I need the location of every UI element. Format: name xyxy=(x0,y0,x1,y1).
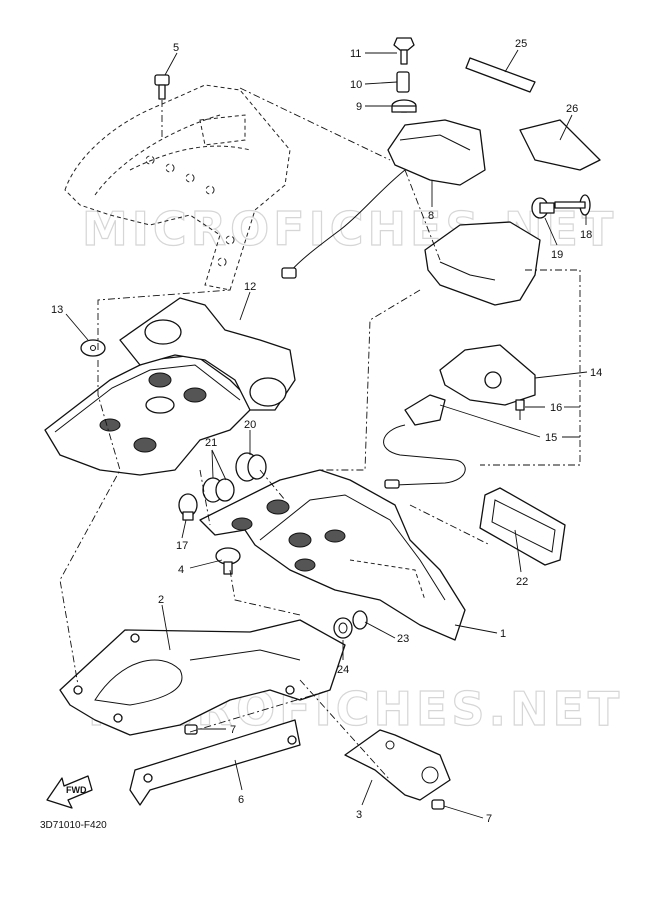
callout-9: 9 xyxy=(356,101,362,113)
callout-15: 15 xyxy=(545,432,557,444)
part-11-bolt xyxy=(393,37,415,65)
part-5-bolt xyxy=(154,74,170,100)
callout-18: 18 xyxy=(580,229,592,241)
part-19-collar xyxy=(531,197,555,219)
callout-13: 13 xyxy=(51,304,63,316)
callout-21: 21 xyxy=(205,437,217,449)
callout-11: 11 xyxy=(350,48,361,60)
part-23-nut xyxy=(352,610,368,630)
callout-17: 17 xyxy=(176,540,188,552)
callout-25: 25 xyxy=(515,38,527,50)
part-24-collar xyxy=(333,617,353,639)
assembly-lines xyxy=(59,87,581,781)
callout-22: 22 xyxy=(516,576,528,588)
callout-16: 16 xyxy=(550,402,562,414)
part-12-rear-fender xyxy=(44,297,296,476)
part-20-grommet xyxy=(235,452,267,482)
callout-23: 23 xyxy=(397,633,409,645)
callout-7-lower: 7 xyxy=(486,813,492,825)
part-6-stay xyxy=(129,719,301,806)
callout-3: 3 xyxy=(356,809,362,821)
callout-2: 2 xyxy=(158,594,164,606)
part-17-clip xyxy=(178,493,198,521)
part-25-reflector-strip xyxy=(465,57,536,93)
part-10-collar xyxy=(396,71,410,93)
part-14-tail-light-unit xyxy=(439,344,536,406)
part-22-plate-holder xyxy=(479,487,566,566)
callout-26: 26 xyxy=(566,103,578,115)
callout-10: 10 xyxy=(350,79,362,91)
fwd-arrow-icon: FWD xyxy=(46,775,93,809)
part-16-screw xyxy=(515,399,525,420)
diagram-code: 3D71010-F420 xyxy=(40,820,107,831)
part-18-bolt xyxy=(554,194,591,216)
callout-8: 8 xyxy=(428,210,434,222)
ghost-rear-frame xyxy=(64,84,291,291)
callout-12: 12 xyxy=(244,281,256,293)
fwd-label: FWD xyxy=(66,785,87,795)
part-1-fender-bracket xyxy=(199,469,466,641)
callout-1: 1 xyxy=(500,628,506,640)
callout-19: 19 xyxy=(551,249,563,261)
part-2-side-plate xyxy=(59,619,346,736)
callout-5: 5 xyxy=(173,42,179,54)
part-21-damper xyxy=(202,477,235,503)
part-9-grommet xyxy=(391,99,417,113)
part-26-reflector xyxy=(519,119,601,171)
part-7-bolt-lower xyxy=(431,799,445,810)
part-3-bracket xyxy=(344,729,451,801)
callout-20: 20 xyxy=(244,419,256,431)
callout-7-upper: 7 xyxy=(230,724,236,736)
part-15-socket-cord xyxy=(383,394,466,489)
tail-light-lens xyxy=(424,221,541,306)
callouts: 5 11 10 9 25 26 8 18 19 12 13 14 16 15 2… xyxy=(51,38,602,825)
part-8-reflector-bracket xyxy=(281,119,486,279)
part-13-washer xyxy=(80,339,106,357)
callout-24: 24 xyxy=(337,664,349,676)
part-7-bolt-upper xyxy=(184,724,198,735)
callout-14: 14 xyxy=(590,367,602,379)
callout-4: 4 xyxy=(178,564,184,576)
callout-6: 6 xyxy=(238,794,244,806)
